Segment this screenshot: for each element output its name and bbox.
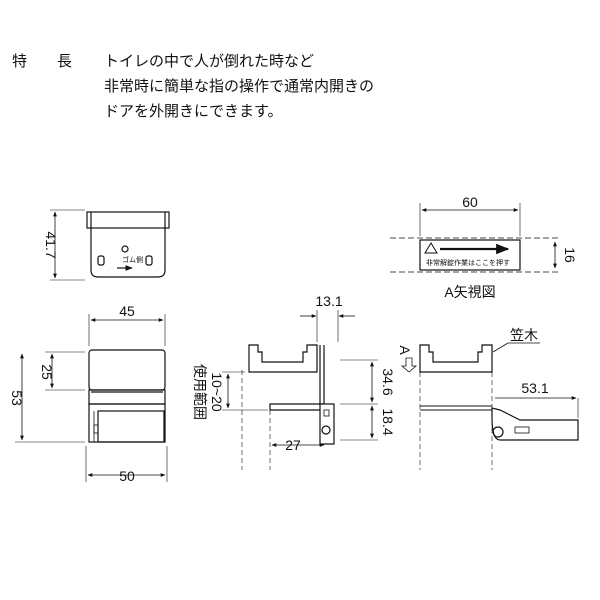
view-marker-a: A (397, 345, 413, 355)
dim-side-height-lower: 18.4 (380, 408, 396, 435)
dim-range-value: 10~20 (209, 372, 225, 412)
plate-text: 非常解錠作業はここを押す (426, 258, 510, 267)
dim-side-offset: 13.1 (315, 293, 342, 309)
feature-label: 特長 (12, 52, 103, 70)
rubber-side-marking: ゴム側 (122, 255, 143, 264)
dim-front-height-upper: 25 (39, 364, 55, 380)
dim-side-width: 27 (285, 437, 301, 453)
side-view (222, 310, 378, 470)
a-view-plate (390, 203, 560, 273)
a-view-label: A矢視図 (444, 284, 495, 300)
dim-side-height-upper: 34.6 (380, 368, 396, 395)
dim-front-width-bottom: 50 (119, 468, 135, 484)
feature-line-1: トイレの中で人が倒れた時など (104, 52, 315, 70)
dim-plate-height: 16 (562, 247, 578, 263)
installed-view (400, 342, 579, 470)
dim-right-extent: 53.1 (521, 380, 548, 396)
usage-range-label: 使用範囲 (192, 364, 208, 420)
feature-section: 特長 トイレの中で人が倒れた時など 非常時に簡単な指の操作で通常内開きの ドアを… (0, 0, 600, 140)
frame-label: 笠木 (510, 327, 538, 343)
top-view (50, 209, 170, 281)
feature-line-2: 非常時に簡単な指の操作で通常内開きの (104, 77, 375, 95)
dim-front-height-total: 53 (9, 390, 25, 406)
feature-line-3: ドアを外開きにできます。 (104, 102, 283, 120)
dim-plate-width: 60 (462, 194, 478, 210)
dim-top-height: 41.7 (43, 231, 59, 258)
dim-front-width-top: 45 (119, 303, 135, 319)
front-view (15, 314, 168, 482)
